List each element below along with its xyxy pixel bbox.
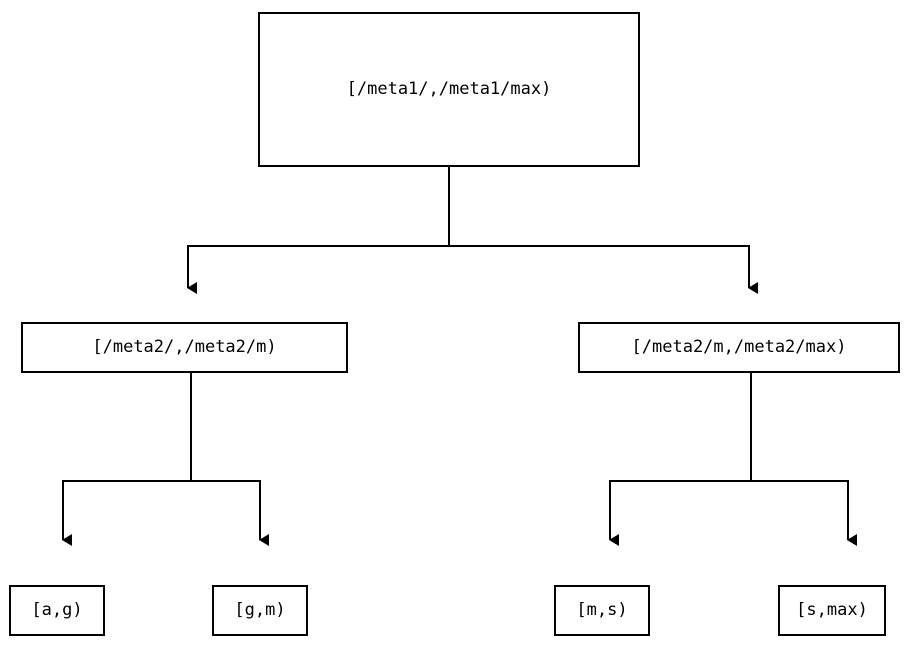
- edge-root-to-mid-right: [448, 167, 758, 294]
- tree-node-leaf-smax-label: [s,max): [796, 600, 868, 621]
- tree-node-leaf-gm-label: [g,m): [234, 600, 286, 621]
- tree-node-leaf-ag-label: [a,g): [31, 600, 83, 621]
- edge-mid-right-to-leaf-ms: [609, 373, 752, 546]
- edge-mid-left-to-leaf-gm: [190, 373, 269, 546]
- tree-node-root[interactable]: [/meta1/,/meta1/max): [258, 12, 640, 167]
- edge-mid-right-to-leaf-smax: [750, 373, 857, 546]
- tree-node-leaf-gm[interactable]: [g,m): [212, 585, 308, 636]
- edge-root-to-mid-left: [187, 167, 450, 294]
- tree-node-mid-right[interactable]: [/meta2/m,/meta2/max): [578, 322, 900, 373]
- tree-node-leaf-smax[interactable]: [s,max): [778, 585, 886, 636]
- tree-node-mid-right-label: [/meta2/m,/meta2/max): [631, 337, 847, 358]
- tree-node-leaf-ms-label: [m,s): [576, 600, 628, 621]
- tree-node-root-label: [/meta1/,/meta1/max): [346, 79, 552, 100]
- tree-node-leaf-ms[interactable]: [m,s): [554, 585, 650, 636]
- tree-node-mid-left-label: [/meta2/,/meta2/m): [92, 337, 277, 358]
- tree-node-mid-left[interactable]: [/meta2/,/meta2/m): [21, 322, 348, 373]
- tree-node-leaf-ag[interactable]: [a,g): [9, 585, 105, 636]
- edge-mid-left-to-leaf-ag: [62, 373, 192, 546]
